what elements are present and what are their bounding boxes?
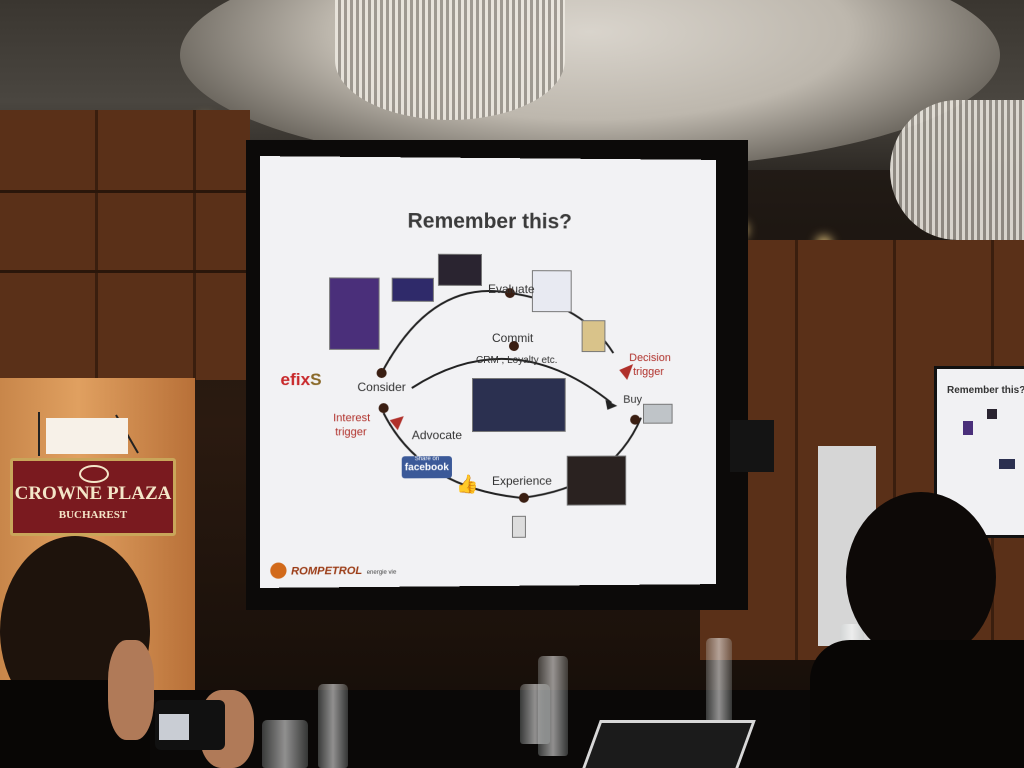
buy-arrowhead bbox=[605, 399, 618, 410]
side-monitor-title: Remember this? bbox=[947, 385, 1024, 396]
side-monitor-thumb bbox=[987, 409, 997, 419]
phone-thumbnail bbox=[511, 515, 526, 538]
screenshot-thumbnail bbox=[391, 277, 434, 302]
water-glass bbox=[262, 720, 308, 768]
label-decision-trigger: trigger bbox=[633, 366, 664, 378]
label-consider: Consider bbox=[357, 380, 406, 395]
side-monitor-thumb bbox=[999, 459, 1015, 469]
screenshot-thumbnail bbox=[531, 270, 572, 313]
rompetrol-logo: ROMPETROL energie vie bbox=[270, 561, 396, 580]
node-evaluate bbox=[505, 288, 516, 299]
label-interest: Interest bbox=[333, 412, 371, 425]
label-commit: Commit bbox=[491, 331, 534, 346]
efix-logo: efixS bbox=[280, 370, 321, 390]
screenshot-thumbnail bbox=[581, 320, 606, 353]
crowne-logo-icon bbox=[79, 465, 109, 483]
label-advocate: Advocate bbox=[411, 428, 463, 443]
node-commit bbox=[509, 341, 520, 352]
screenshot-thumbnail bbox=[471, 377, 566, 433]
screenshot-thumbnail bbox=[566, 455, 627, 506]
screenshot-thumbnail bbox=[642, 403, 673, 424]
efix-logo-s: S bbox=[310, 369, 322, 390]
chandelier-right bbox=[890, 100, 1024, 240]
venue-city: BUCHAREST bbox=[58, 509, 128, 521]
label-experience: Experience bbox=[491, 473, 552, 488]
rompetrol-tagline: energie vie bbox=[366, 569, 397, 576]
screenshot-thumbnail bbox=[329, 277, 380, 350]
wall-seam bbox=[0, 190, 250, 193]
label-decision: Decision bbox=[629, 352, 671, 365]
camera bbox=[155, 700, 225, 750]
facebook-share-badge: Share on facebook bbox=[401, 456, 452, 479]
wood-wall-left bbox=[0, 110, 250, 380]
efix-logo-text: efix bbox=[280, 369, 311, 390]
node-experience bbox=[519, 493, 530, 504]
wall-seam bbox=[0, 270, 250, 273]
node-consider bbox=[376, 367, 387, 379]
tablet-device bbox=[580, 720, 756, 768]
node-buy bbox=[630, 414, 641, 425]
water-glass bbox=[520, 684, 550, 744]
microphone bbox=[38, 412, 40, 456]
audience-head-right bbox=[846, 492, 996, 662]
screenshot-thumbnail bbox=[437, 253, 483, 286]
side-monitor-thumb bbox=[963, 421, 973, 435]
audience-body-right bbox=[810, 640, 1024, 768]
interest-trigger-arrow bbox=[389, 416, 404, 431]
journey-cycle-diagram bbox=[376, 156, 716, 504]
label-crm: CRM , Loyalty etc. bbox=[476, 354, 558, 367]
decision-trigger-arrow bbox=[619, 364, 634, 380]
label-evaluate: Evaluate bbox=[488, 281, 535, 297]
face bbox=[108, 640, 154, 740]
water-bottle bbox=[706, 638, 732, 728]
label-interest-trigger: trigger bbox=[335, 426, 367, 439]
rompetrol-sun-icon bbox=[270, 562, 287, 579]
camera-screen bbox=[159, 714, 189, 740]
speaker-on-stand bbox=[730, 420, 774, 472]
chandelier-left bbox=[335, 0, 565, 120]
label-buy: Buy bbox=[623, 393, 642, 406]
facebook-wordmark: facebook bbox=[404, 462, 449, 474]
node-interest bbox=[378, 403, 389, 414]
water-bottle bbox=[318, 684, 348, 768]
podium-light bbox=[46, 418, 128, 454]
thumbs-up-icon: 👍 bbox=[455, 474, 479, 495]
rompetrol-wordmark: ROMPETROL bbox=[291, 564, 363, 578]
venue-name: CROWNE PLAZA bbox=[14, 483, 172, 504]
venue-sign: CROWNE PLAZA BUCHAREST bbox=[10, 458, 176, 536]
projected-slide: Remember this? Evaluate Commit CRM , Loy… bbox=[260, 156, 716, 588]
